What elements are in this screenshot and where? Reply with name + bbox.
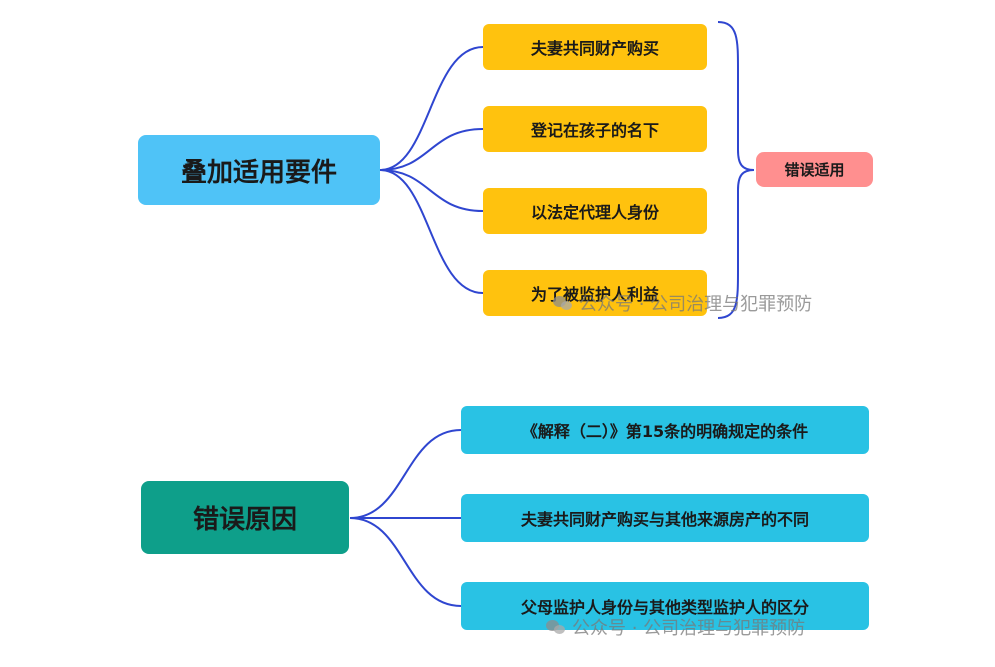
root-node-reasons: 错误原因 xyxy=(141,481,349,554)
connector-1-1 xyxy=(379,46,484,171)
connector-1-4 xyxy=(379,169,484,294)
leaf-node-1-1: 夫妻共同财产购买 xyxy=(483,24,707,70)
watermark-bottom: 公众号 · 公司治理与犯罪预防 xyxy=(546,614,805,640)
bracket-label-tag: 错误适用 xyxy=(756,152,873,187)
leaf-node-2-3: 父母监护人身份与其他类型监护人的区分 xyxy=(461,582,869,630)
connector-1-3 xyxy=(379,169,484,212)
watermark-text: 公众号 · 公司治理与犯罪预防 xyxy=(572,618,806,639)
watermark-top: 公众号 · 公司治理与犯罪预防 xyxy=(553,290,812,316)
connector-1-2 xyxy=(379,128,484,171)
leaf-node-1-3: 以法定代理人身份 xyxy=(483,188,707,234)
root-node-conditions: 叠加适用要件 xyxy=(138,135,380,205)
connector-2-1 xyxy=(349,429,462,519)
wechat-icon xyxy=(546,619,566,635)
leaf-node-1-2: 登记在孩子的名下 xyxy=(483,106,707,152)
connector-2-3 xyxy=(349,517,462,607)
leaf-node-2-1: 《解释（二）》第15条的明确规定的条件 xyxy=(461,406,869,454)
bracket-brace xyxy=(717,21,755,319)
watermark-text: 公众号 · 公司治理与犯罪预防 xyxy=(579,294,813,315)
wechat-icon xyxy=(553,295,573,311)
leaf-node-2-2: 夫妻共同财产购买与其他来源房产的不同 xyxy=(461,494,869,542)
